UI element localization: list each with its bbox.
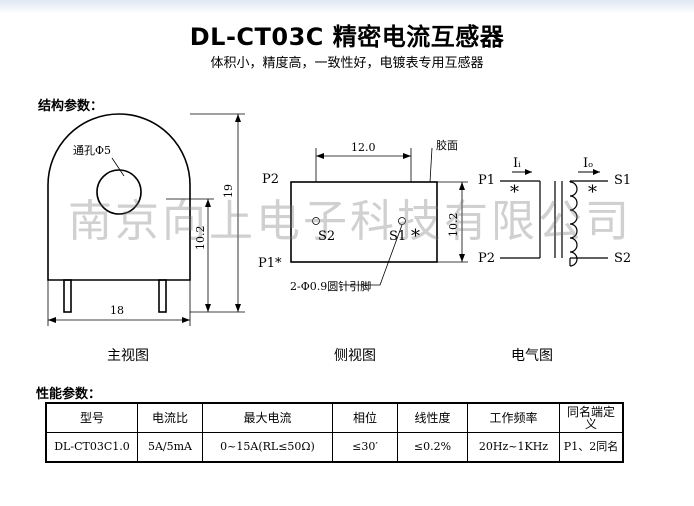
performance-table: 型号 电流比 最大电流 相位 线性度 工作频率 同名端定义 DL-CT03C1.… bbox=[45, 402, 624, 463]
table-header-cell: 相位 bbox=[332, 402, 398, 433]
side-s1-label: S1 bbox=[389, 229, 407, 244]
dim-front-height: 19 bbox=[222, 184, 235, 198]
page-subtitle: 体积小，精度高，一致性好，电镀表专用互感器 bbox=[210, 56, 484, 71]
face-label: 胶面 bbox=[436, 139, 458, 152]
side-p1-label: P1* bbox=[258, 256, 282, 271]
elec-p1-label: P1 bbox=[478, 173, 496, 188]
table-header-cell: 同名端定义 bbox=[559, 402, 624, 433]
electrical-caption: 电气图 bbox=[511, 348, 553, 364]
watermark-text: 南京向上电子科技有限公司 bbox=[68, 196, 632, 247]
table-cell: 0~15A(RL≤50Ω) bbox=[202, 432, 333, 463]
front-view-pin-left bbox=[63, 279, 72, 313]
elec-s2-label: S2 bbox=[614, 251, 632, 266]
table-cell: 20Hz~1KHz bbox=[467, 432, 560, 463]
elec-primary-dot: * bbox=[510, 182, 519, 203]
pin-label: 2-Φ0.9圆针引脚 bbox=[290, 280, 372, 293]
dim-front-pin: 10.2 bbox=[194, 225, 207, 251]
table-cell: DL-CT03C1.0 bbox=[45, 432, 138, 463]
side-view-pin-s2 bbox=[312, 217, 320, 225]
elec-ii-label: Iᵢ bbox=[513, 156, 521, 171]
dim-front-width: 18 bbox=[110, 304, 124, 317]
side-p2-label: P2 bbox=[262, 172, 280, 187]
side-dot-marker: * bbox=[411, 226, 420, 247]
table-cell: ≤30′ bbox=[332, 432, 398, 463]
table-header-cell: 最大电流 bbox=[202, 402, 333, 433]
elec-io-label: Iₒ bbox=[583, 156, 594, 171]
performance-section-heading: 性能参数： bbox=[36, 387, 102, 402]
front-view-caption: 主视图 bbox=[107, 348, 149, 364]
table-cell: P1、2同名 bbox=[559, 432, 624, 463]
structure-drawings bbox=[47, 113, 608, 326]
front-view-body bbox=[47, 113, 191, 281]
front-view-hole bbox=[96, 169, 142, 215]
elec-s1-label: S1 bbox=[614, 173, 632, 188]
dim-side-width: 12.0 bbox=[351, 141, 376, 154]
side-s2-label: S2 bbox=[318, 229, 336, 244]
table-header-cell: 电流比 bbox=[137, 402, 203, 433]
table-header-cell: 线性度 bbox=[397, 402, 468, 433]
electrical-secondary-coil bbox=[569, 181, 578, 267]
side-view-caption: 侧视图 bbox=[334, 348, 376, 364]
page-title: DL-CT03C 精密电流互感器 bbox=[189, 23, 505, 51]
side-view-pin-s1 bbox=[398, 217, 406, 225]
hole-label: 通孔Φ5 bbox=[73, 144, 112, 157]
table-header-row: 型号 电流比 最大电流 相位 线性度 工作频率 同名端定义 bbox=[45, 402, 624, 433]
table-row: DL-CT03C1.0 5A/5mA 0~15A(RL≤50Ω) ≤30′ ≤0… bbox=[45, 432, 624, 463]
elec-secondary-dot: * bbox=[588, 182, 597, 203]
dim-side-height: 10.2 bbox=[447, 212, 460, 238]
elec-p2-label: P2 bbox=[478, 251, 496, 266]
top-band bbox=[0, 0, 694, 14]
table-cell: ≤0.2% bbox=[397, 432, 468, 463]
table-header-cell: 型号 bbox=[45, 402, 138, 433]
front-view-pin-right bbox=[158, 279, 167, 313]
structure-section-heading: 结构参数： bbox=[38, 99, 104, 114]
side-view-body bbox=[290, 181, 438, 263]
table-header-cell: 工作频率 bbox=[467, 402, 560, 433]
table-cell: 5A/5mA bbox=[137, 432, 203, 463]
